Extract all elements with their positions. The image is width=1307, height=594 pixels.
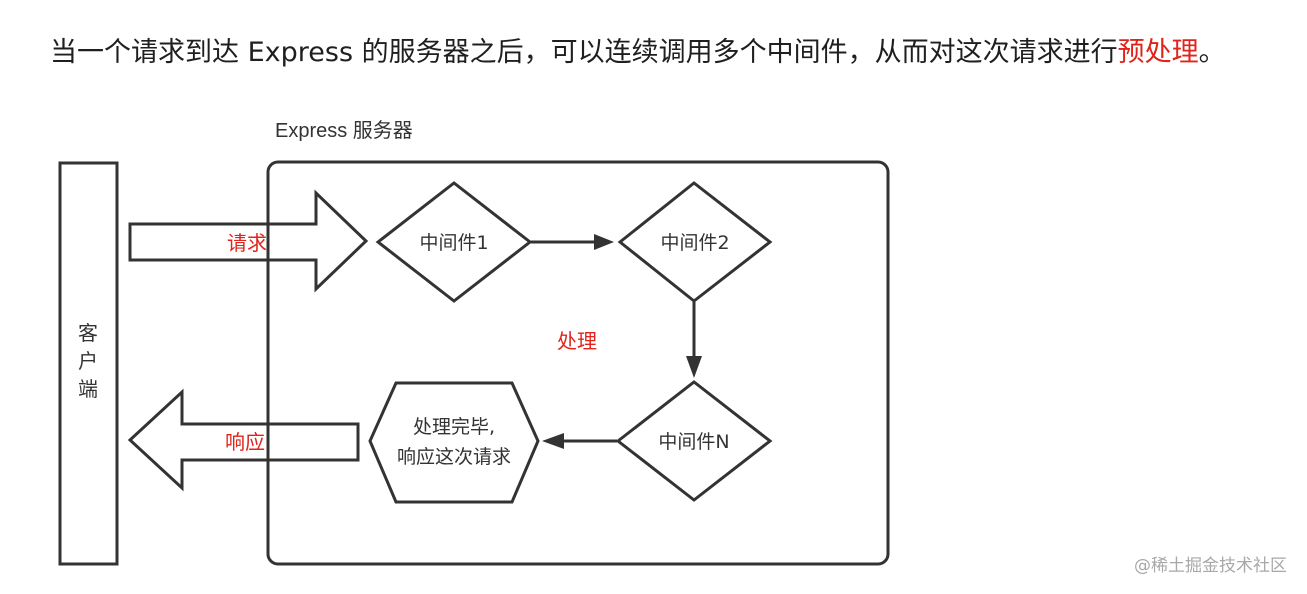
process-label: 处理 [557,329,597,353]
request-arrow [128,189,369,293]
response-label: 响应 [225,430,265,454]
heading-highlight: 预处理 [1117,37,1199,68]
done-label-line1: 处理完毕, [413,416,495,438]
arrowhead-mw2-mwn [686,356,702,378]
done-node [368,381,540,504]
heading-end: 。 [1198,37,1226,68]
done-label-line2: 响应这次请求 [397,446,511,468]
client-label-1: 客 [78,321,98,345]
heading-text: 当一个请求到达 Express 的服务器之后，可以连续调用多个中间件，从而对这次… [50,37,1118,68]
arrowhead-mw1-mw2 [594,234,614,250]
middleware-n-node [615,380,773,502]
arrowhead-mwn-done [542,433,564,449]
response-arrow [127,388,360,492]
middleware-1-node [375,181,533,303]
watermark: @稀土掘金技术社区 [1134,556,1287,576]
page-heading: 当一个请求到达 Express 的服务器之后，可以连续调用多个中间件，从而对这次… [50,34,1226,72]
middleware-2-label: 中间件2 [660,232,729,254]
middleware-2-node [617,181,773,303]
server-label: Express 服务器 [275,119,413,142]
client-label-2: 户 [78,349,98,373]
server-box [266,160,890,566]
request-label: 请求 [227,231,267,255]
client-label-3: 端 [78,377,98,401]
client-box [58,161,119,566]
middleware-n-label: 中间件N [658,431,729,453]
middleware-1-label: 中间件1 [419,232,488,254]
